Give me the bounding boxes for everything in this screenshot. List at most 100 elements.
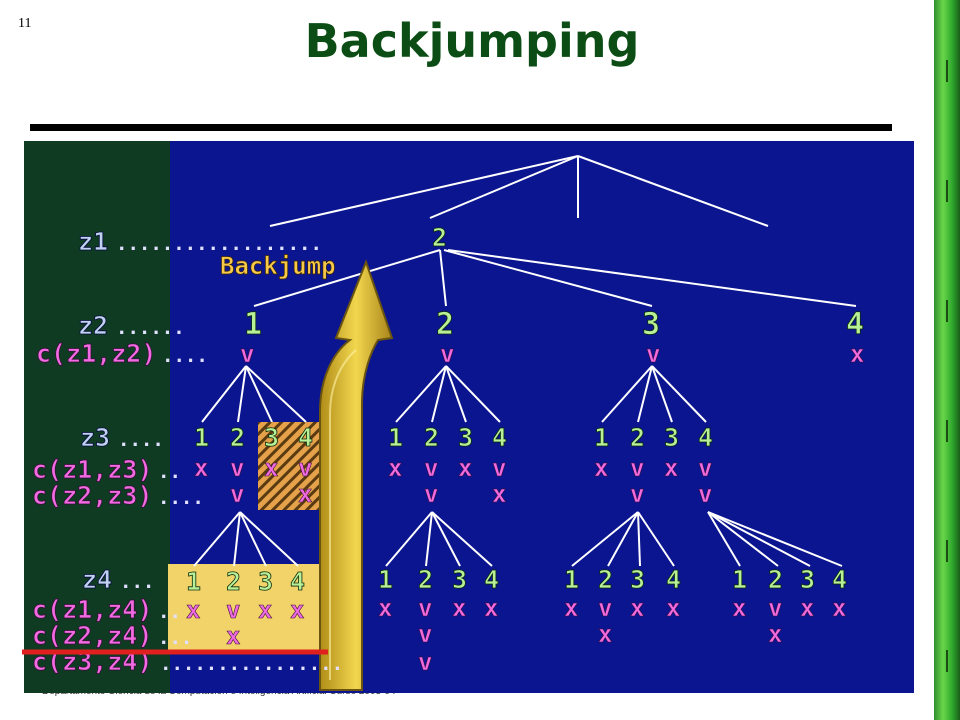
- z4-value: 1: [564, 565, 579, 594]
- edge: [269, 155, 579, 227]
- c-z1-z4-label: c(z1,z4): [32, 595, 152, 624]
- z3-value: 4: [298, 423, 313, 452]
- edge: [431, 511, 461, 567]
- edge: [245, 365, 307, 423]
- z4-value: 2: [768, 565, 783, 594]
- z4-value: 3: [258, 567, 273, 596]
- edge: [201, 365, 247, 423]
- z3-value: 2: [424, 423, 439, 452]
- z2-dots: ......: [116, 317, 185, 339]
- z2-node-check: v: [240, 340, 254, 368]
- z4-value: 4: [832, 565, 847, 594]
- edge: [637, 511, 675, 567]
- edge: [193, 511, 241, 567]
- edge: [429, 155, 579, 219]
- z2-node-value: 4: [846, 307, 864, 342]
- z4-mark: x: [226, 622, 240, 650]
- z4-mark: x: [378, 594, 392, 622]
- edge: [237, 365, 247, 423]
- c-z1-z3-dots: ..: [158, 461, 181, 483]
- z3-mark: v: [230, 480, 244, 508]
- z1-label: z1: [78, 227, 108, 256]
- z4-mark: v: [598, 594, 612, 622]
- edge: [431, 511, 493, 567]
- z3-mark: v: [298, 454, 312, 482]
- z4-mark: v: [226, 596, 240, 624]
- z3-value: 3: [458, 423, 473, 452]
- z3-mark: x: [388, 454, 402, 482]
- z1-dots: ..................: [116, 233, 322, 255]
- z3-mark: v: [630, 480, 644, 508]
- z4-label: z4: [82, 565, 112, 594]
- z4-mark: x: [452, 594, 466, 622]
- z3-group: 1 2 3 4 x v x v v x: [194, 423, 314, 509]
- z2-nodes: 1 v 2 v 3 v 4 x: [240, 307, 865, 369]
- edge: [395, 365, 447, 423]
- backjump-label: Backjump: [220, 252, 336, 280]
- stripe-mark: [946, 420, 948, 442]
- c-z1-z3-label: c(z1,z3): [32, 455, 152, 484]
- z3-mark: v: [424, 454, 438, 482]
- z4-mark: v: [768, 594, 782, 622]
- z3-group: 1 2 3 4 x v x v v v: [594, 423, 714, 509]
- edge: [239, 511, 299, 567]
- backjump-arrow: [319, 259, 394, 691]
- tree-edges: [193, 155, 857, 567]
- edge: [607, 511, 639, 567]
- edge: [637, 365, 653, 423]
- edge: [447, 249, 857, 307]
- z4-mark: x: [800, 594, 814, 622]
- z4-dots: ...: [120, 571, 154, 593]
- z2-node-check: x: [850, 340, 864, 368]
- z3-value: 3: [664, 423, 679, 452]
- stripe-mark: [946, 60, 948, 82]
- z3-value: 4: [492, 423, 507, 452]
- z3-label: z3: [80, 423, 110, 452]
- z3-dots: ....: [118, 429, 164, 451]
- z3-mark: v: [230, 454, 244, 482]
- z3-mark: v: [492, 454, 506, 482]
- z3-value: 1: [194, 423, 209, 452]
- stripe-mark: [946, 300, 948, 322]
- z4-group: 1 2 3 4 x v x x x: [564, 565, 682, 649]
- z3-mark: x: [298, 480, 312, 508]
- c-z2-z3-label: c(z2,z3): [32, 481, 152, 510]
- z3-mark: v: [698, 454, 712, 482]
- edge: [571, 511, 639, 567]
- edge: [651, 365, 673, 423]
- z2-node-check: v: [646, 340, 660, 368]
- edge: [385, 511, 433, 567]
- z4-group: 1 2 3 4 x v x x v v: [378, 565, 500, 677]
- z4-value: 3: [452, 565, 467, 594]
- z3-mark: x: [264, 454, 278, 482]
- z4-value: 1: [732, 565, 747, 594]
- z4-mark: x: [290, 596, 304, 624]
- edge: [601, 365, 653, 423]
- edge: [577, 155, 769, 227]
- z4-value: 3: [800, 565, 815, 594]
- c-z2-z3-dots: ....: [158, 487, 204, 509]
- z4-value: 2: [226, 567, 241, 596]
- z4-group: 1 2 3 4 x v x x x: [732, 565, 848, 649]
- z4-value: 3: [630, 565, 645, 594]
- z2-node-check: v: [440, 340, 454, 368]
- z4-value: 4: [290, 567, 305, 596]
- variable-panel: [24, 141, 170, 693]
- stripe-mark: [946, 180, 948, 202]
- z4-mark: x: [186, 596, 200, 624]
- z3-group: 1 2 3 4 x v x v v x: [388, 423, 508, 509]
- stripe-mark: [946, 540, 948, 562]
- z4-mark: x: [732, 594, 746, 622]
- edge: [445, 365, 467, 423]
- z3-value: 4: [698, 423, 713, 452]
- z3-mark: x: [664, 454, 678, 482]
- z2-node-value: 2: [436, 307, 454, 342]
- z4-value: 1: [378, 565, 393, 594]
- edge: [431, 365, 447, 423]
- failed-subtree-region: [168, 564, 330, 650]
- edge: [443, 249, 653, 307]
- z4-mark: x: [564, 594, 578, 622]
- z1-value: 2: [432, 223, 447, 252]
- z4-mark: x: [484, 594, 498, 622]
